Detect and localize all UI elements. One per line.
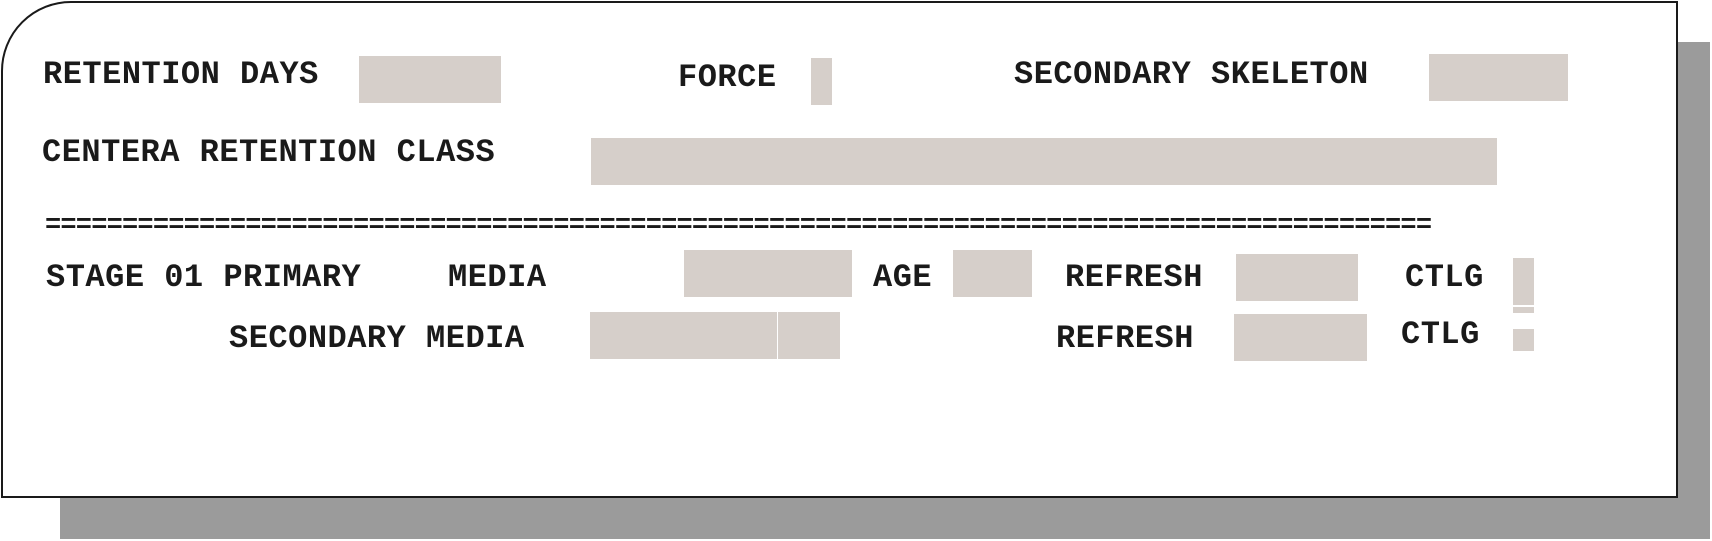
force-field[interactable] — [811, 58, 832, 105]
secondary-media-field[interactable] — [590, 312, 840, 359]
age-field[interactable] — [953, 250, 1032, 297]
retention-panel: RETENTION DAYS FORCE SECONDARY SKELETON … — [1, 1, 1678, 498]
primary-media-label: MEDIA — [448, 259, 547, 296]
section-separator: ========================================… — [45, 211, 1432, 241]
secondary-refresh-label: REFRESH — [1056, 320, 1194, 357]
primary-media-field[interactable] — [684, 250, 852, 297]
primary-refresh-field[interactable] — [1236, 254, 1358, 301]
secondary-refresh-field[interactable] — [1234, 314, 1367, 361]
stage-01-primary-label: STAGE 01 PRIMARY — [46, 259, 362, 296]
secondary-ctlg-field-top — [1513, 307, 1534, 313]
secondary-skeleton-field[interactable] — [1429, 54, 1568, 101]
centera-retention-class-label: CENTERA RETENTION CLASS — [42, 134, 496, 171]
secondary-ctlg-field-bottom — [1513, 329, 1534, 351]
secondary-media-field-part-b — [778, 312, 840, 359]
secondary-media-field-part-a — [590, 312, 777, 359]
retention-days-label: RETENTION DAYS — [43, 56, 319, 93]
primary-ctlg-field[interactable] — [1513, 258, 1534, 305]
centera-retention-class-field[interactable] — [591, 138, 1497, 185]
primary-ctlg-label: CTLG — [1405, 259, 1484, 296]
secondary-ctlg-field[interactable] — [1513, 307, 1534, 351]
retention-days-field[interactable] — [359, 56, 501, 103]
primary-refresh-label: REFRESH — [1065, 259, 1203, 296]
secondary-ctlg-label: CTLG — [1401, 316, 1480, 353]
secondary-skeleton-label: SECONDARY SKELETON — [1014, 56, 1369, 93]
secondary-media-label: SECONDARY MEDIA — [229, 320, 525, 357]
age-label: AGE — [873, 259, 933, 296]
force-label: FORCE — [678, 59, 777, 96]
